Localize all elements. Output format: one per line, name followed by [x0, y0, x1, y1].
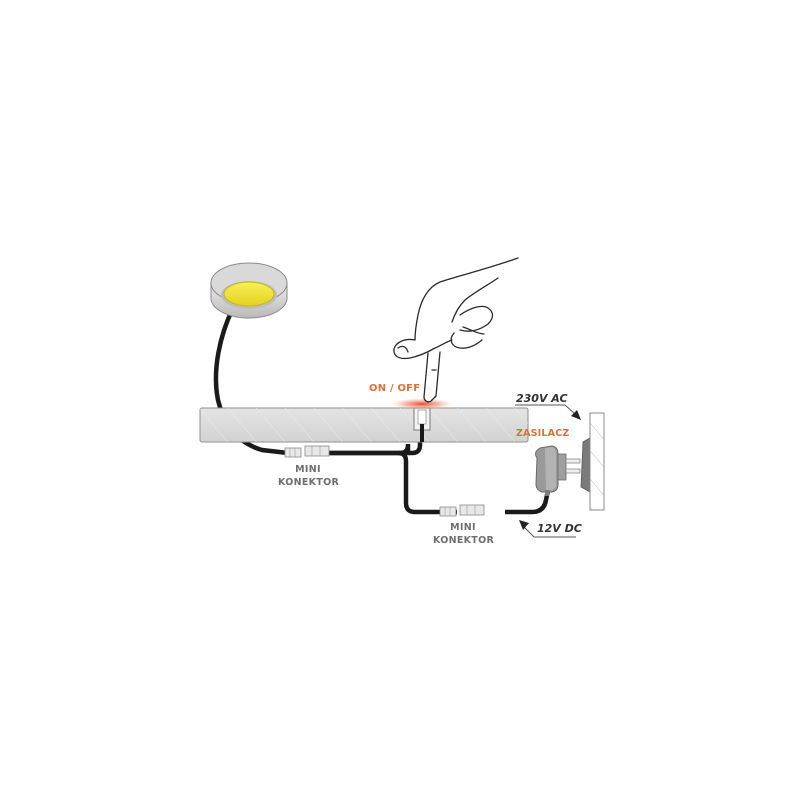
cable-trunk — [325, 450, 457, 515]
power-plug-icon — [535, 445, 581, 496]
shelf-panel — [199, 407, 529, 443]
connector-icon-2 — [439, 504, 485, 517]
connector-icon-1 — [284, 445, 330, 458]
switch-glow — [390, 398, 454, 410]
cable-12v — [505, 489, 551, 515]
connector-1-label: MINI KONEKTOR — [278, 464, 340, 490]
led-light-icon — [210, 262, 288, 319]
connector-1-label-line1: MINI — [295, 464, 321, 475]
hand-pointer-icon — [393, 257, 519, 403]
low-voltage-label: 12V DC — [537, 522, 582, 535]
arrow-230v — [515, 404, 581, 420]
connector-2-label-line2: KONEKTOR — [433, 534, 495, 546]
mains-voltage-label: 230V AC — [516, 392, 568, 405]
connector-1-label-line2: KONEKTOR — [278, 476, 340, 488]
cable-led — [213, 305, 291, 456]
power-supply-label: ZASILACZ — [516, 428, 570, 439]
connector-2-label: MINI KONEKTOR — [433, 522, 495, 548]
arrow-12v — [519, 520, 576, 538]
cable-up-to-switch — [398, 425, 423, 456]
connector-2-label-line1: MINI — [450, 522, 476, 533]
switch-label: ON / OFF — [369, 383, 421, 394]
wall-socket-icon — [580, 412, 605, 511]
